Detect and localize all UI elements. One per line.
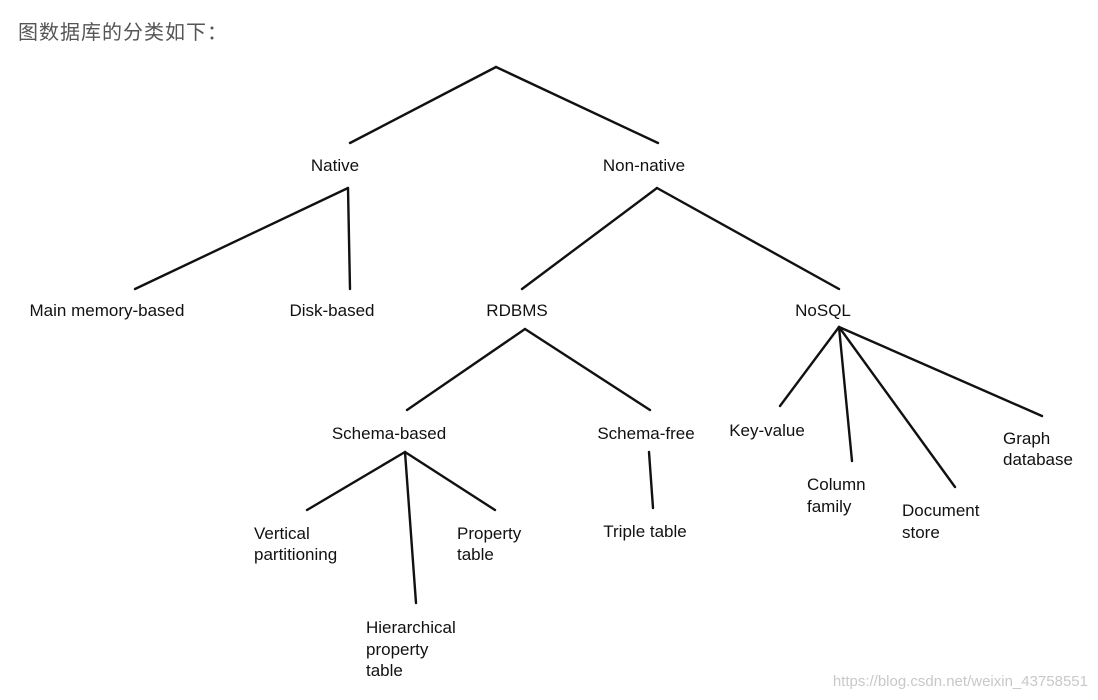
edge-native-disk: [346, 186, 352, 291]
node-graph-database-line1: Graph: [1003, 429, 1050, 448]
edge-rdbms-schema-free: [523, 327, 652, 412]
edge-non-native-rdbms: [520, 186, 659, 291]
edge-root-non-native: [494, 65, 660, 145]
node-vertical-partitioning-line2: partitioning: [254, 545, 337, 564]
node-graph-database-line2: database: [1003, 450, 1073, 469]
node-nosql: NoSQL: [795, 301, 851, 320]
edge-rdbms-schema-based: [405, 327, 527, 412]
node-triple-table: Triple table: [603, 522, 686, 541]
edge-root-native: [348, 65, 498, 145]
node-hierarchical-property-table-line2: property: [366, 640, 429, 659]
node-column-family-line2: family: [807, 497, 852, 516]
edge-non-native-nosql: [655, 186, 841, 291]
node-document-store-line1: Document: [902, 501, 980, 520]
tree-edges: [133, 65, 1044, 605]
node-document-store-line2: store: [902, 523, 940, 542]
page-heading: 图数据库的分类如下：: [18, 20, 228, 44]
node-property-table-line1: Property: [457, 524, 522, 543]
edge-schema-based-property: [403, 450, 497, 512]
source-watermark: https://blog.csdn.net/weixin_43758551: [832, 673, 1088, 690]
edge-schema-free-triple: [647, 450, 655, 510]
node-vertical-partitioning-line1: Vertical: [254, 524, 310, 543]
edge-nosql-key-value: [778, 325, 841, 408]
node-key-value: Key-value: [729, 421, 805, 440]
node-main-memory-based: Main memory-based: [30, 301, 185, 320]
node-schema-based: Schema-based: [332, 424, 446, 443]
edge-schema-based-vertical: [305, 450, 407, 512]
edge-nosql-column-family: [837, 325, 854, 463]
tree-nodes: Native Non-native Main memory-based Disk…: [30, 156, 1073, 680]
node-hierarchical-property-table-line1: Hierarchical: [366, 618, 456, 637]
node-rdbms: RDBMS: [486, 301, 547, 320]
edge-nosql-document-store: [837, 325, 957, 489]
node-schema-free: Schema-free: [597, 424, 694, 443]
node-column-family-line1: Column: [807, 475, 866, 494]
edge-nosql-graph-database: [837, 325, 1044, 418]
node-disk-based: Disk-based: [289, 301, 374, 320]
node-non-native: Non-native: [603, 156, 685, 175]
node-native: Native: [311, 156, 359, 175]
node-hierarchical-property-table-line3: table: [366, 661, 403, 680]
edge-native-main-memory: [133, 186, 350, 291]
node-property-table-line2: table: [457, 545, 494, 564]
edge-schema-based-hierarchical: [403, 450, 418, 605]
